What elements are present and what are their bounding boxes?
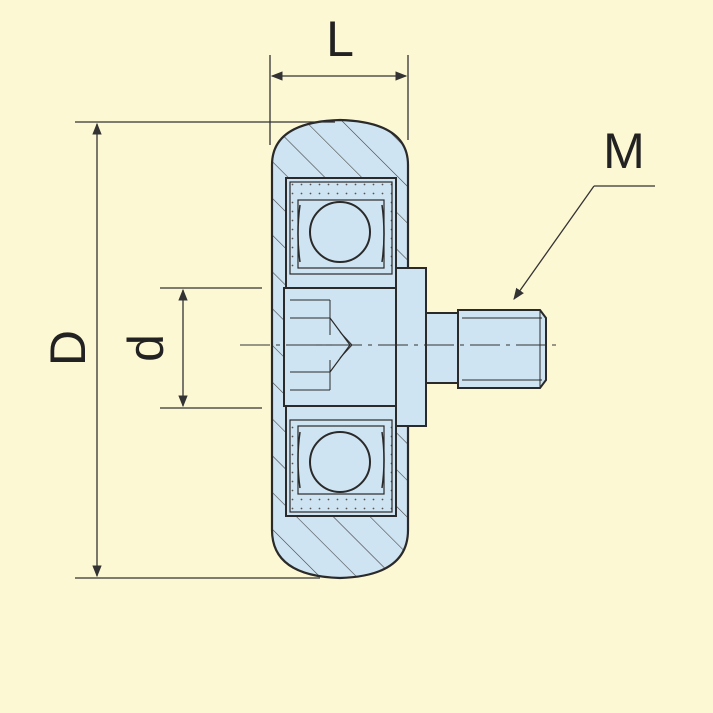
threaded-stud (425, 309, 547, 389)
label-inner-diameter: d (118, 334, 174, 362)
dimension-inner-diameter: d (118, 287, 262, 409)
bearing-ball-bottom (297, 425, 385, 495)
label-outer-diameter: D (40, 330, 96, 366)
bearing-ball-top (297, 199, 385, 269)
label-thread: M (603, 123, 645, 179)
thread-leader: M (513, 123, 655, 300)
dimension-length: L (269, 11, 409, 145)
inner-shaft (283, 267, 427, 427)
dimension-outer-diameter: D (40, 121, 335, 579)
label-length: L (326, 11, 354, 67)
